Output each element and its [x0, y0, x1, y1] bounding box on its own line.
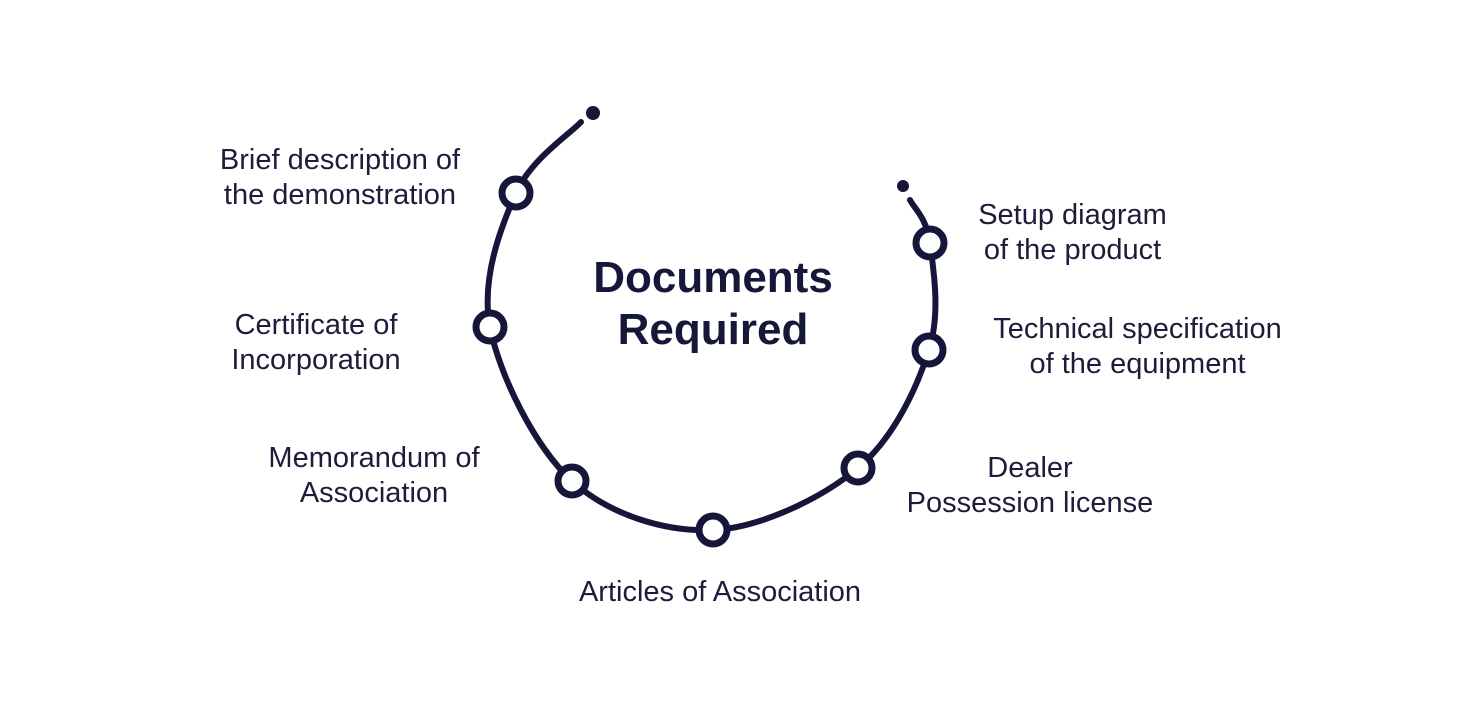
item-node-marker	[472, 309, 508, 345]
item-node-marker	[498, 175, 534, 211]
label-line: Dealer	[987, 452, 1073, 484]
label-line: Technical specification	[993, 313, 1282, 345]
item-node-marker	[554, 463, 590, 499]
label-line: Brief description of	[219, 144, 461, 176]
item-node-marker	[840, 450, 876, 486]
label-line: Documents	[593, 253, 833, 302]
item-articles-of-association: Articles of Association	[520, 575, 920, 610]
label-line: of the product	[983, 234, 1162, 266]
label-line: Association	[299, 477, 449, 509]
item-node-marker	[912, 225, 948, 261]
label-line: Incorporation	[231, 344, 401, 376]
label-line: Setup diagram	[978, 199, 1167, 231]
item-node-marker	[911, 332, 947, 368]
label-line: of the equipment	[1029, 348, 1246, 380]
diagram-title: Documents Required	[563, 252, 863, 356]
item-node-marker	[695, 512, 731, 548]
label-line: Memorandum of	[268, 442, 480, 474]
arc-start-dot	[586, 106, 600, 120]
label-line: Required	[617, 305, 809, 354]
arc-end-dot	[897, 180, 909, 192]
label-line: Articles of Association	[578, 576, 862, 608]
label-line: the demonstration	[223, 179, 457, 211]
label-line: Possession license	[906, 487, 1154, 519]
label-line: Certificate of	[234, 309, 398, 341]
